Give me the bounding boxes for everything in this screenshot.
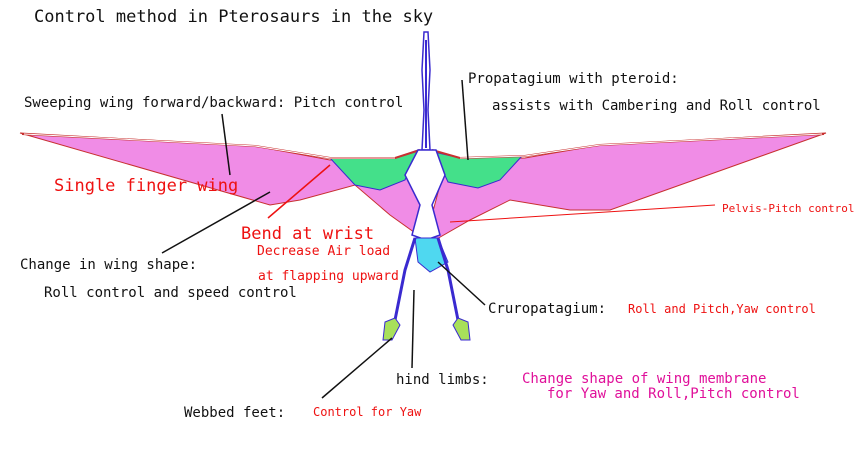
label-bend-wrist: Bend at wrist [241,224,375,244]
callout-propatagium [461,79,469,161]
label-propatagium-line2: assists with Cambering and Roll control [492,98,821,114]
label-membrane-line1: Change shape of wing membrane [522,371,767,387]
label-propatagium-line1: Propatagium with pteroid: [468,71,679,87]
label-hind-limbs: hind limbs: [396,372,489,388]
label-change-shape-line2: Roll control and speed control [44,285,297,301]
label-sweeping: Sweeping wing forward/backward: Pitch co… [24,95,404,111]
callout-pelvis [449,204,716,223]
left-wing-bone-inner [23,133,395,159]
callout-webbed-feet [321,337,393,399]
callout-sweeping [221,113,231,176]
label-pelvis: Pelvis-Pitch control [722,202,855,215]
right-wing-membrane [427,132,827,241]
right-hind-limb [436,237,460,321]
callout-bend-wrist [267,164,331,219]
label-membrane-line2: for Yaw and Roll,Pitch control [547,386,800,402]
label-at-flapping: at flapping upward [258,269,399,284]
callout-change-shape [161,191,271,254]
left-hind-limb [393,237,417,321]
left-webbed-foot [382,317,401,341]
callout-cruropatagium [437,261,486,306]
diagram-title: Control method in Pterosaurs in the sky [34,7,434,27]
right-webbed-foot [452,317,471,341]
label-single-finger: Single finger wing [54,176,239,196]
label-cruro-control: Roll and Pitch,Yaw control [628,302,816,316]
callout-hind-limbs [411,289,415,369]
label-change-shape-line1: Change in wing shape: [20,257,198,273]
label-webbed-control: Control for Yaw [313,405,422,419]
label-decrease-air: Decrease Air load [257,244,391,259]
label-webbed-feet: Webbed feet: [184,405,286,421]
right-wing-bone-inner [459,133,823,159]
label-cruropatagium: Cruropatagium: [488,301,607,317]
